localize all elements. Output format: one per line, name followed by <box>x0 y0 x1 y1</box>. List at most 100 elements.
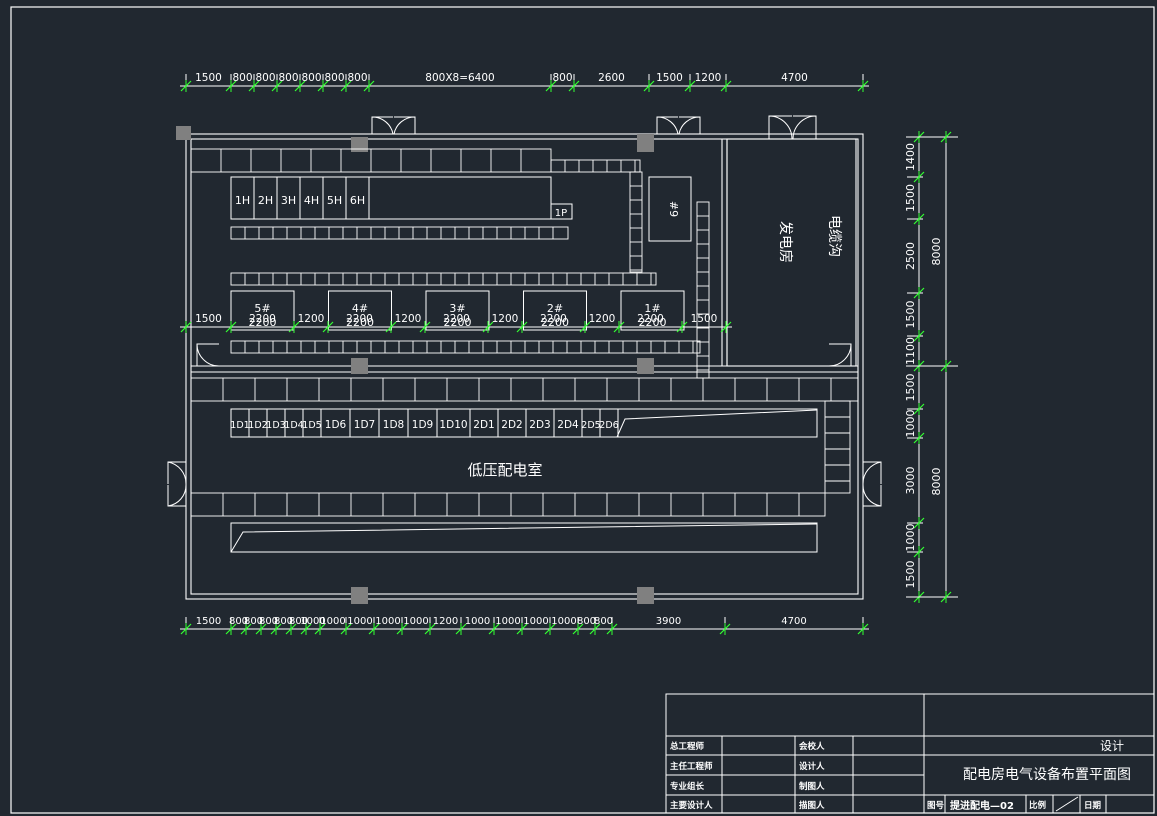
dimension-label: 1200 <box>433 616 458 627</box>
doors <box>167 115 882 507</box>
dimension-label: 1200 <box>492 313 519 325</box>
trench-row <box>550 159 641 173</box>
dimension-label: 800 <box>278 72 298 84</box>
door-top-3b <box>792 115 817 140</box>
dimension-chain-right: 1400150025001500110015001000300010001500… <box>904 131 958 603</box>
lv-cabinet-1d5: 1D5 <box>302 420 321 431</box>
dimension-label: 1100 <box>904 337 917 365</box>
dimension-label: 3000 <box>904 467 917 495</box>
transformer-3: 3#2200 <box>425 290 490 331</box>
scale-label: 比例 <box>1029 800 1047 811</box>
dimension-label: 1000 <box>375 616 400 627</box>
trench-column <box>629 171 643 273</box>
lv-cabinet-1d2: 1D2 <box>248 420 267 431</box>
dimension-label: 1200 <box>695 72 722 84</box>
door-top-1a <box>371 116 394 135</box>
role-drafter: 制图人 <box>799 781 825 792</box>
dimension-label: 1200 <box>298 313 325 325</box>
dimension-label: 800 <box>229 616 248 627</box>
transformer-size: 2200 <box>249 316 277 329</box>
dimension-label: 1500 <box>195 72 222 84</box>
drawing-title: 配电房电气设备布置平面图 <box>963 766 1131 783</box>
dimension-label: 1500 <box>904 301 917 329</box>
dimension-label: 2200 <box>637 313 664 325</box>
dimension-label: 3900 <box>656 616 681 627</box>
role-chief-engineer: 总工程师 <box>670 741 705 752</box>
hv-cabinet-2h: 2H <box>258 194 273 207</box>
lv-room-label: 低压配电室 <box>467 461 542 479</box>
dimension-label: 800 <box>244 616 263 627</box>
hv-cabinet-4h: 4H <box>304 194 319 207</box>
drawing-number-label: 图号 <box>927 801 945 811</box>
lv-cabinet-2d5: 2D5 <box>581 420 600 431</box>
lv-cabinet-2d4: 2D4 <box>557 419 579 431</box>
generator-label: #9 <box>667 201 680 217</box>
door-top-2b <box>678 116 701 135</box>
dimension-label: 2200 <box>540 313 567 325</box>
dimension-label: 1500 <box>196 616 221 627</box>
generator-room-label: 发电房 <box>777 221 793 263</box>
building-walls <box>185 133 864 600</box>
dimension-label: 800 <box>232 72 252 84</box>
dimension-label: 1200 <box>395 313 422 325</box>
transformer-5: 5#2200 <box>230 290 295 331</box>
dimension-label: 800 <box>289 616 308 627</box>
dimension-label: 1500 <box>691 313 718 325</box>
dimension-label: 1200 <box>589 313 616 325</box>
dimension-label: 1500 <box>904 184 917 212</box>
transformer-id: 1# <box>644 302 660 315</box>
dimension-label: 800 <box>255 72 275 84</box>
hv-cabinet-3h: 3H <box>281 194 296 207</box>
role-director-engineer: 主任工程师 <box>670 761 713 772</box>
trench-row <box>230 226 569 240</box>
cable-trench-label: 电缆沟 <box>826 215 842 257</box>
dimension-label: 1000 <box>904 410 917 438</box>
hv-cabinet-5h: 5H <box>327 194 342 207</box>
door-right-a <box>862 461 882 485</box>
door-top-3a <box>768 115 793 140</box>
dimension-label: 800 <box>301 72 321 84</box>
transformer-2: 2#2200 <box>523 290 587 331</box>
dimension-label: 800 <box>274 616 293 627</box>
dimension-total-label: 8000 <box>930 238 943 266</box>
transformer-id: 5# <box>254 302 270 315</box>
dimension-label: 1000 <box>320 616 345 627</box>
transformer-size: 2200 <box>639 316 667 329</box>
lv-cabinet-1d8: 1D8 <box>383 419 404 431</box>
dimension-label: 800 <box>259 616 278 627</box>
dimension-label: 1000 <box>465 616 490 627</box>
columns <box>176 126 654 604</box>
dimension-label: 800 <box>594 616 613 627</box>
dimension-label: 1500 <box>195 313 222 325</box>
door-top-1b <box>393 116 416 135</box>
lv-cabinet-2d1: 2D1 <box>473 419 494 431</box>
dimension-label: 800 <box>577 616 596 627</box>
door-left-a <box>167 461 187 485</box>
role-checker: 会校人 <box>798 741 825 752</box>
dimension-label: 2600 <box>598 72 625 84</box>
door-top-2a <box>656 116 679 135</box>
dimension-label: 1400 <box>904 143 917 171</box>
dimension-label: 1000 <box>904 524 917 552</box>
door-left-b <box>167 484 187 507</box>
dimension-label: 800 <box>324 72 344 84</box>
role-main-designer: 主要设计人 <box>670 800 713 811</box>
trench-row <box>190 377 859 402</box>
door-right-b <box>862 484 882 507</box>
dimension-label: 2200 <box>249 313 276 325</box>
hv-cabinet-1h: 1H <box>235 194 250 207</box>
dimension-label: 1500 <box>904 374 917 402</box>
dimension-label: 1500 <box>656 72 683 84</box>
lv-cabinet-2d6: 2D6 <box>599 420 618 431</box>
dimension-label: 4700 <box>781 616 806 627</box>
role-designer: 设计人 <box>799 761 825 772</box>
transformer-id: 3# <box>449 302 465 315</box>
date-label: 日期 <box>1084 800 1102 811</box>
role-tracer: 描图人 <box>799 800 825 811</box>
